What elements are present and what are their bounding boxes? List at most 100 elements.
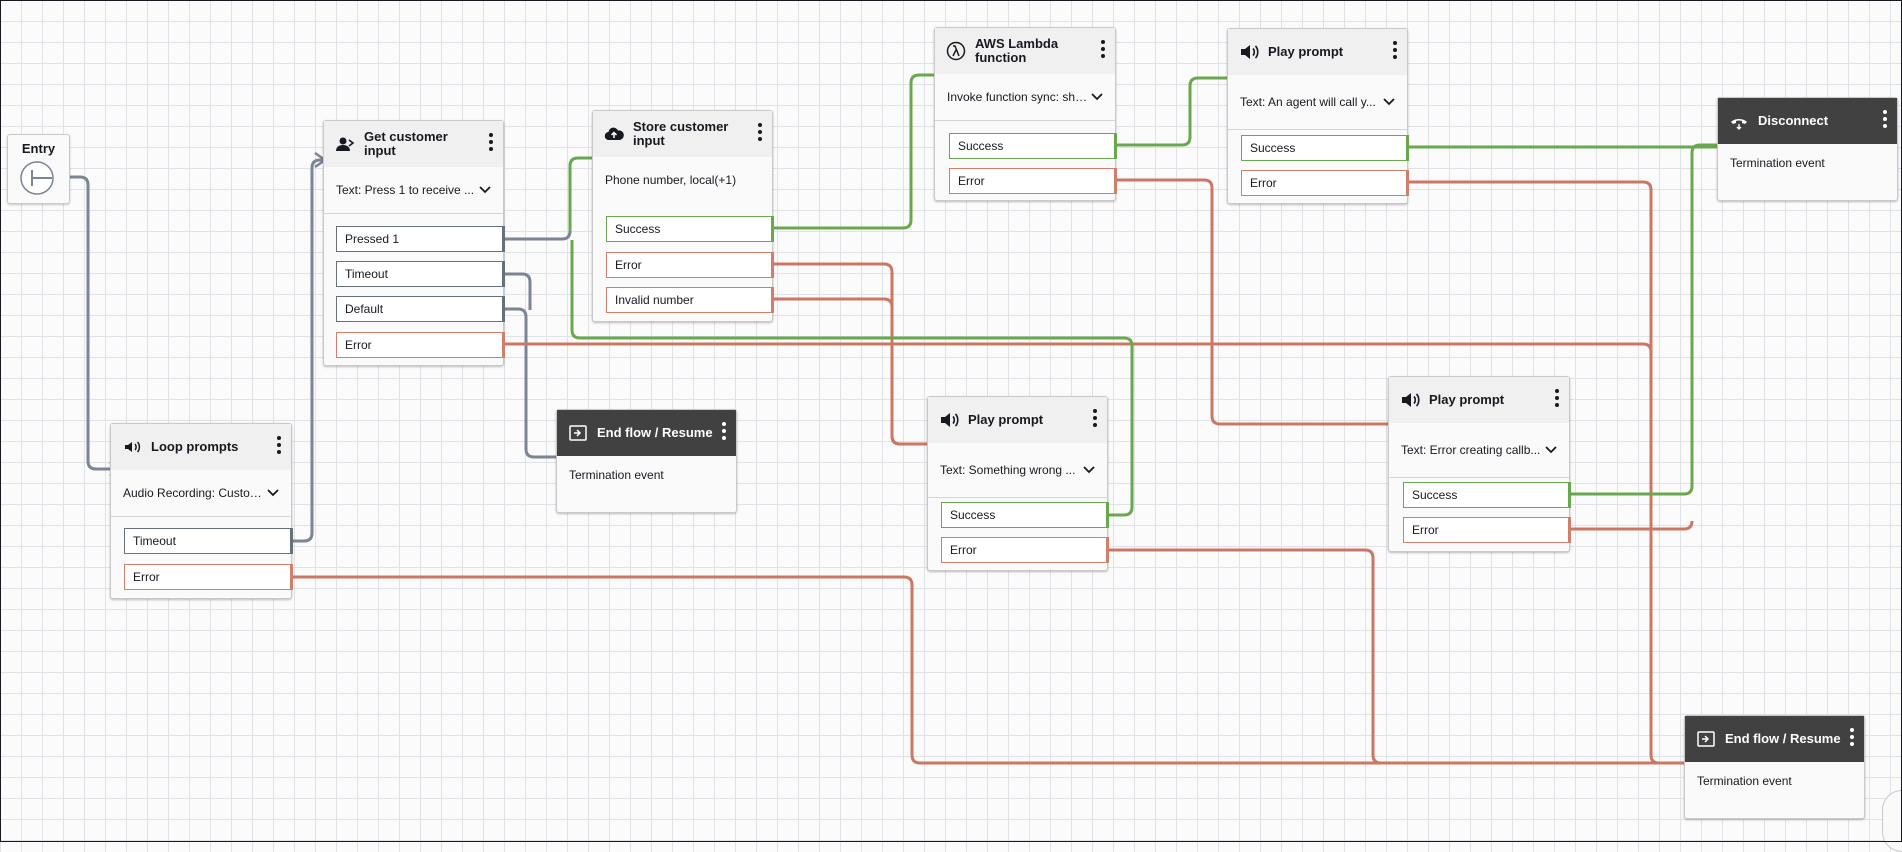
connector-getinput-timeout[interactable] — [504, 272, 532, 310]
kebab-menu-icon[interactable] — [1555, 389, 1559, 407]
branch-timeout[interactable]: Timeout — [124, 528, 293, 554]
block-header: Get customer input — [324, 121, 503, 167]
branch-success[interactable]: Success — [606, 216, 774, 242]
connector-pressed1[interactable] — [504, 230, 572, 241]
termination-text: Termination event — [1730, 156, 1825, 170]
minimap-corner[interactable] — [1882, 790, 1902, 852]
speaker-icon — [941, 413, 959, 427]
connector-lambda-success[interactable] — [1116, 78, 1241, 147]
connector-getinput-default[interactable] — [504, 307, 568, 457]
config-text: Phone number, local(+1) — [605, 173, 737, 187]
branch-error[interactable]: Error — [1241, 170, 1409, 196]
kebab-menu-icon[interactable] — [1393, 41, 1397, 59]
config-text: Text: Something wrong ... — [940, 463, 1076, 477]
kebab-menu-icon[interactable] — [1101, 40, 1105, 58]
chevron-down-icon[interactable] — [267, 489, 279, 497]
chevron-down-icon[interactable] — [479, 186, 491, 194]
block-config[interactable]: Text: An agent will call y... — [1228, 75, 1407, 130]
lambda-icon — [946, 41, 966, 61]
branch-error[interactable]: Error — [124, 564, 293, 590]
get-customer-input-block[interactable]: Get customer input Text: Press 1 to rece… — [323, 120, 505, 366]
disconnect-block[interactable]: Disconnect Termination event — [1717, 97, 1898, 201]
loop-prompts-block[interactable]: Loop prompts Audio Recording: Custom... … — [110, 423, 293, 599]
play-prompt-block-agent[interactable]: Play prompt Text: An agent will call y..… — [1227, 28, 1409, 204]
store-customer-input-block[interactable]: Store customer input Phone number, local… — [592, 110, 774, 322]
block-header: AWS Lambda function — [935, 28, 1115, 74]
block-title: Play prompt — [968, 412, 1044, 427]
connector-pressed1-green[interactable] — [568, 158, 606, 231]
kebab-menu-icon[interactable] — [489, 133, 493, 151]
branch-error[interactable]: Error — [1403, 517, 1571, 543]
entry-label: Entry — [21, 141, 56, 156]
kebab-menu-icon[interactable] — [1883, 110, 1887, 128]
config-text: Text: An agent will call y... — [1240, 95, 1376, 109]
branch-success[interactable]: Success — [949, 133, 1117, 159]
play-prompt-block-error-callback[interactable]: Play prompt Text: Error creating callb..… — [1388, 376, 1571, 552]
end-flow-icon — [1697, 731, 1715, 747]
branch-error[interactable]: Error — [336, 332, 505, 358]
block-config[interactable]: Audio Recording: Custom... — [111, 470, 291, 517]
entry-block[interactable]: Entry — [7, 134, 70, 204]
branch-error[interactable]: Error — [941, 537, 1109, 563]
block-header: Play prompt — [1228, 29, 1407, 75]
connector-store-error[interactable] — [773, 262, 938, 446]
play-prompt-block-something-wrong[interactable]: Play prompt Text: Something wrong ... Su… — [927, 396, 1109, 571]
branch-pressed-1[interactable]: Pressed 1 — [336, 226, 505, 252]
block-header: End flow / Resume — [1685, 716, 1864, 762]
termination-text: Termination event — [1697, 774, 1792, 788]
connector-loop-error[interactable] — [292, 575, 1695, 763]
kebab-menu-icon[interactable] — [1850, 728, 1854, 746]
connector-store-success[interactable] — [773, 75, 946, 230]
kebab-menu-icon[interactable] — [277, 436, 281, 454]
block-title: Play prompt — [1429, 392, 1505, 407]
end-flow-icon — [569, 425, 587, 441]
termination-text: Termination event — [569, 468, 664, 482]
connector-loop-timeout[interactable] — [292, 160, 325, 543]
chevron-down-icon[interactable] — [1383, 98, 1395, 106]
kebab-menu-icon[interactable] — [758, 123, 762, 141]
block-config[interactable]: Invoke function sync: shu... — [935, 74, 1115, 121]
disconnect-icon — [1731, 119, 1747, 130]
connector-play3-error[interactable] — [1570, 520, 1694, 531]
kebab-menu-icon[interactable] — [722, 422, 726, 440]
block-title: Loop prompts — [151, 439, 239, 454]
connector-play2-success[interactable] — [570, 240, 1134, 517]
block-config: Phone number, local(+1) — [593, 157, 772, 203]
block-header: Play prompt — [1389, 377, 1569, 423]
block-config[interactable]: Text: Error creating callb... — [1389, 423, 1569, 478]
branch-timeout[interactable]: Timeout — [336, 261, 505, 287]
chevron-down-icon[interactable] — [1091, 93, 1103, 101]
branch-success[interactable]: Success — [941, 502, 1109, 528]
end-flow-resume-block-2[interactable]: End flow / Resume Termination event — [1684, 715, 1865, 819]
connector-play1-error[interactable] — [1408, 180, 1653, 755]
branch-invalid-number[interactable]: Invalid number — [606, 287, 774, 313]
branch-default[interactable]: Default — [336, 296, 505, 322]
entry-icon — [20, 161, 54, 195]
kebab-menu-icon[interactable] — [1093, 409, 1097, 427]
aws-lambda-function-block[interactable]: AWS Lambda function Invoke function sync… — [934, 27, 1117, 201]
chevron-down-icon[interactable] — [1545, 446, 1557, 454]
config-text: Text: Error creating callb... — [1401, 443, 1541, 457]
block-config[interactable]: Text: Press 1 to receive ... — [324, 167, 503, 214]
block-title: Play prompt — [1268, 44, 1344, 59]
block-header: End flow / Resume — [557, 410, 736, 456]
block-title: Store customer input — [633, 119, 729, 148]
connector-lambda-error[interactable] — [1116, 178, 1402, 424]
connector-store-invalid[interactable] — [773, 297, 940, 444]
config-text: Audio Recording: Custom... — [123, 486, 267, 500]
speaker-icon — [1402, 393, 1420, 407]
connector-entry-to-loop[interactable] — [37, 175, 120, 469]
loop-prompt-icon — [125, 441, 141, 453]
get-input-icon — [336, 137, 355, 151]
branch-error[interactable]: Error — [606, 252, 774, 278]
branch-error[interactable]: Error — [949, 168, 1117, 194]
chevron-down-icon[interactable] — [1083, 466, 1095, 474]
branch-success[interactable]: Success — [1403, 482, 1571, 508]
connector-play2-error[interactable] — [1107, 548, 1659, 765]
block-header: Disconnect — [1718, 98, 1897, 144]
connector-play3-success[interactable] — [1570, 145, 1731, 496]
block-config[interactable]: Text: Something wrong ... — [928, 443, 1107, 498]
end-flow-resume-block[interactable]: End flow / Resume Termination event — [556, 409, 737, 513]
branch-success[interactable]: Success — [1241, 135, 1409, 161]
